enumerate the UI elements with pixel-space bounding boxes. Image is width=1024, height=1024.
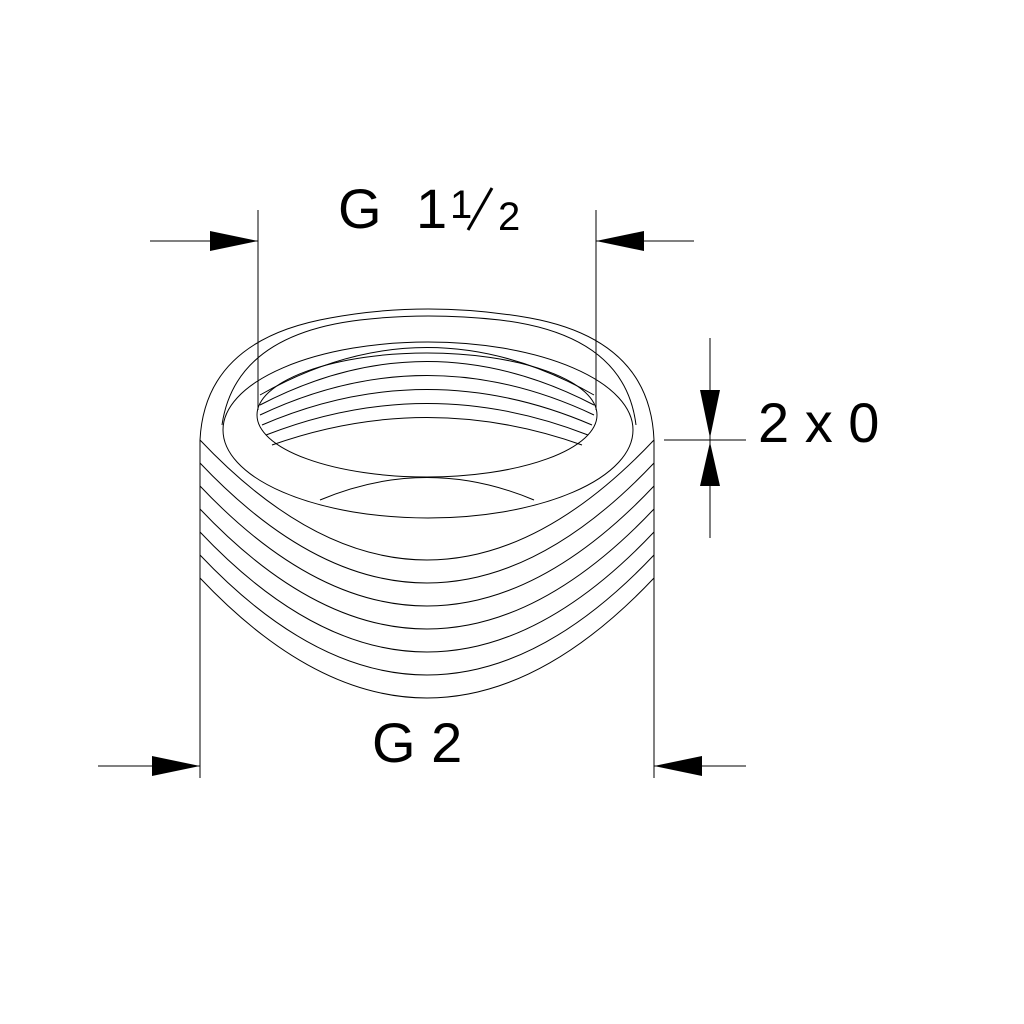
top-arrow-left [210,231,258,251]
side-arrow-bottom [700,442,720,486]
bottom-arrow-left [152,756,200,776]
top-dim-prefix: G [338,177,382,240]
outer-rim-back [199,308,655,441]
bushing [199,308,655,699]
internal-threads [259,347,595,446]
outer-rim-back-2 [221,315,637,426]
side-dim-label: 2 x 0 [758,391,879,454]
top-dimension [150,210,694,410]
top-dim-numerator: 1 [450,183,472,227]
bottom-dim-label: G 2 [372,711,462,774]
top-dim-denominator: 2 [498,195,520,239]
side-dimension [664,338,746,538]
top-face-outer [222,341,634,519]
fraction-slash [466,187,494,231]
bottom-dimension [98,580,746,778]
top-dim-whole: 1 [416,177,447,240]
top-arrow-right [596,231,644,251]
bottom-arrow-right [654,756,702,776]
external-threads [199,439,655,699]
side-arrow-top [700,390,720,438]
inner-bore-bottom [319,477,535,501]
